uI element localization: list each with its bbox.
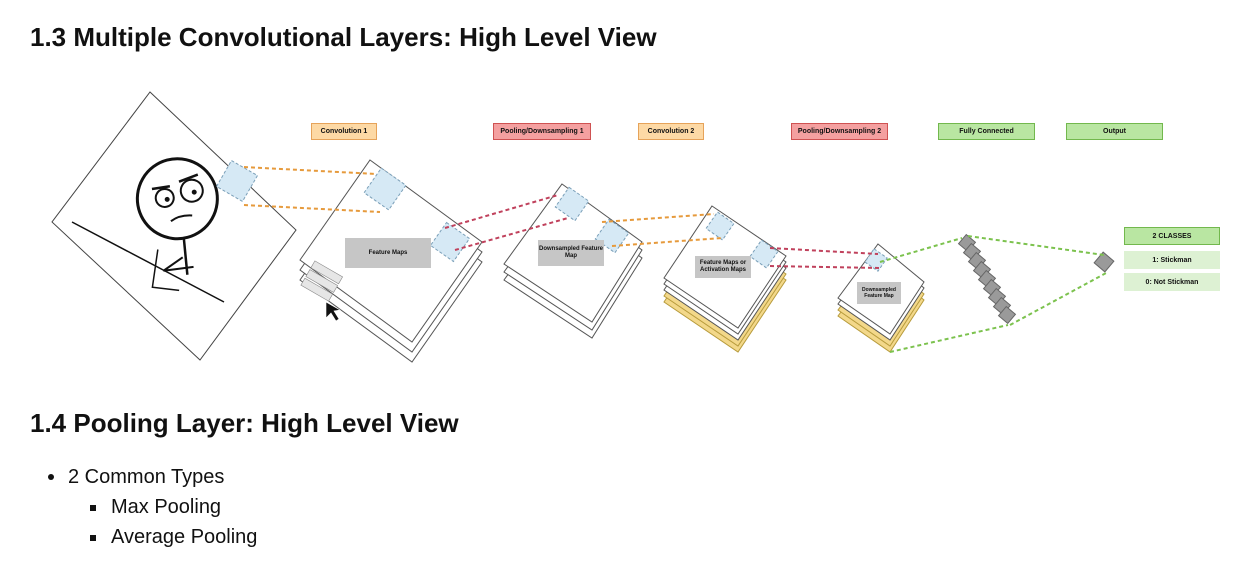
stage-label-conv1: Convolution 1 — [311, 123, 377, 140]
pooling-types-list: 2 Common Types Max Pooling Average Pooli… — [48, 462, 257, 552]
stage-label-conv2: Convolution 2 — [638, 123, 704, 140]
cnn-diagram: Convolution 1 Pooling/Downsampling 1 Con… — [0, 60, 1250, 400]
stickman-figure — [135, 157, 219, 292]
list-item: 2 Common Types — [48, 462, 257, 492]
stage-label-output: Output — [1066, 123, 1163, 140]
conv1-feature-map-stack — [299, 159, 483, 363]
stage-label-pool2: Pooling/Downsampling 2 — [791, 123, 888, 140]
classes-header: 2 CLASSES — [1124, 227, 1220, 245]
section-heading-conv-layers: 1.3 Multiple Convolutional Layers: High … — [30, 22, 657, 52]
downsampled-map-2-label: Downsampled Feature Map — [862, 287, 896, 299]
list-item-average-pooling: Average Pooling — [48, 522, 257, 552]
downsampled-map-1-label: Downsampled Feature Map — [538, 246, 603, 259]
cnn-diagram-graphic — [51, 91, 1115, 363]
input-image — [51, 91, 297, 361]
class-item-not-stickman: 0: Not Stickman — [1124, 273, 1220, 291]
feature-maps-2-label: Feature Maps or Activation Maps — [699, 260, 747, 273]
fully-connected-nodes — [957, 233, 1115, 325]
stage-label-pool1: Pooling/Downsampling 1 — [493, 123, 591, 140]
mouse-cursor — [325, 301, 341, 322]
list-item-max-pooling: Max Pooling — [48, 492, 257, 522]
connection-lines — [243, 166, 1109, 353]
conv2-stack — [663, 205, 787, 353]
feature-maps-label: Feature Maps — [368, 250, 408, 256]
class-item-stickman: 1: Stickman — [1124, 251, 1220, 269]
stage-label-fc: Fully Connected — [938, 123, 1035, 140]
section-heading-pooling: 1.4 Pooling Layer: High Level View — [30, 408, 459, 438]
pool2-stack — [837, 243, 925, 353]
